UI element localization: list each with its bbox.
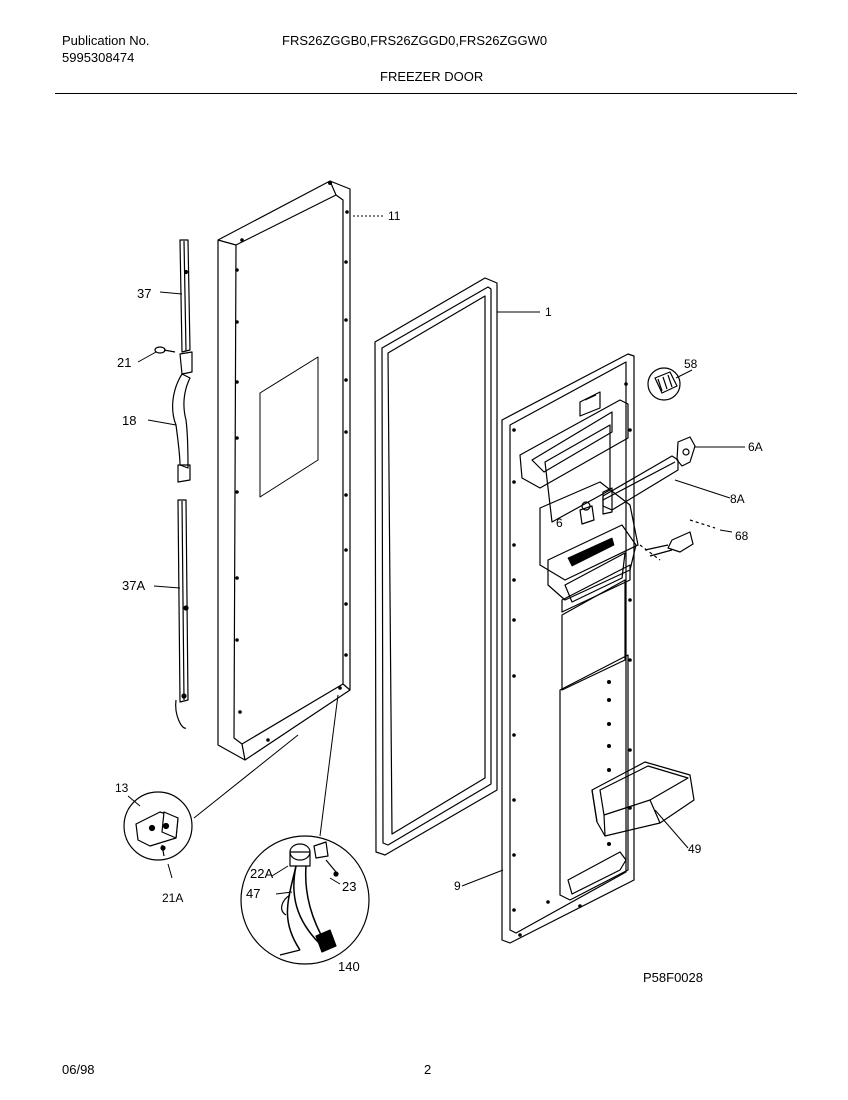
- callout-140: 140: [338, 959, 360, 974]
- publication-number: 5995308474: [62, 50, 135, 65]
- footer-date: 06/98: [62, 1062, 95, 1077]
- callout-37: 37: [137, 286, 151, 301]
- callout-58: 58: [684, 357, 698, 371]
- screw-6: [579, 501, 595, 525]
- callout-21a: 21A: [162, 891, 183, 905]
- clip-part: [676, 436, 696, 467]
- door-bin: [591, 761, 695, 837]
- callout-47: 47: [246, 886, 260, 901]
- hinge-arm: [172, 351, 193, 483]
- callout-labels: 11 1 37 21 18 37A 58 6A 8A 6 68 49 9 13 …: [115, 209, 763, 985]
- hinge-detail-circle: [123, 791, 193, 861]
- page-number: 2: [424, 1062, 432, 1077]
- callout-9: 9: [454, 879, 461, 893]
- callout-23: 23: [342, 879, 356, 894]
- lower-hinge-channel: [175, 499, 189, 729]
- door-panel-frame: [217, 180, 351, 761]
- header-rule: [55, 93, 797, 94]
- callout-37a: 37A: [122, 578, 145, 593]
- screw-21: [154, 346, 176, 354]
- callout-13: 13: [115, 781, 129, 795]
- door-gasket: [374, 277, 498, 856]
- callout-21: 21: [117, 355, 131, 370]
- linkage-part: [639, 519, 716, 561]
- callout-68: 68: [735, 529, 749, 543]
- model-numbers: FRS26ZGGB0,FRS26ZGGD0,FRS26ZGGW0: [282, 33, 548, 48]
- inner-door-liner: [501, 353, 639, 944]
- callout-49: 49: [688, 842, 702, 856]
- publication-label: Publication No.: [62, 33, 150, 48]
- guide-rail: [602, 455, 679, 515]
- callout-22a: 22A: [250, 866, 273, 881]
- drawing-code: P58F0028: [643, 970, 703, 985]
- leader-lines: [127, 215, 745, 895]
- callout-1: 1: [545, 305, 552, 319]
- callout-6: 6: [556, 516, 563, 530]
- harness-detail-circle: [240, 835, 370, 965]
- plug-part: [647, 367, 681, 401]
- upper-hinge-channel: [179, 239, 191, 353]
- callout-8a: 8A: [730, 492, 745, 506]
- callout-11: 11: [388, 209, 401, 223]
- callout-18: 18: [122, 413, 136, 428]
- section-title: FREEZER DOOR: [380, 69, 484, 84]
- callout-6a: 6A: [748, 440, 763, 454]
